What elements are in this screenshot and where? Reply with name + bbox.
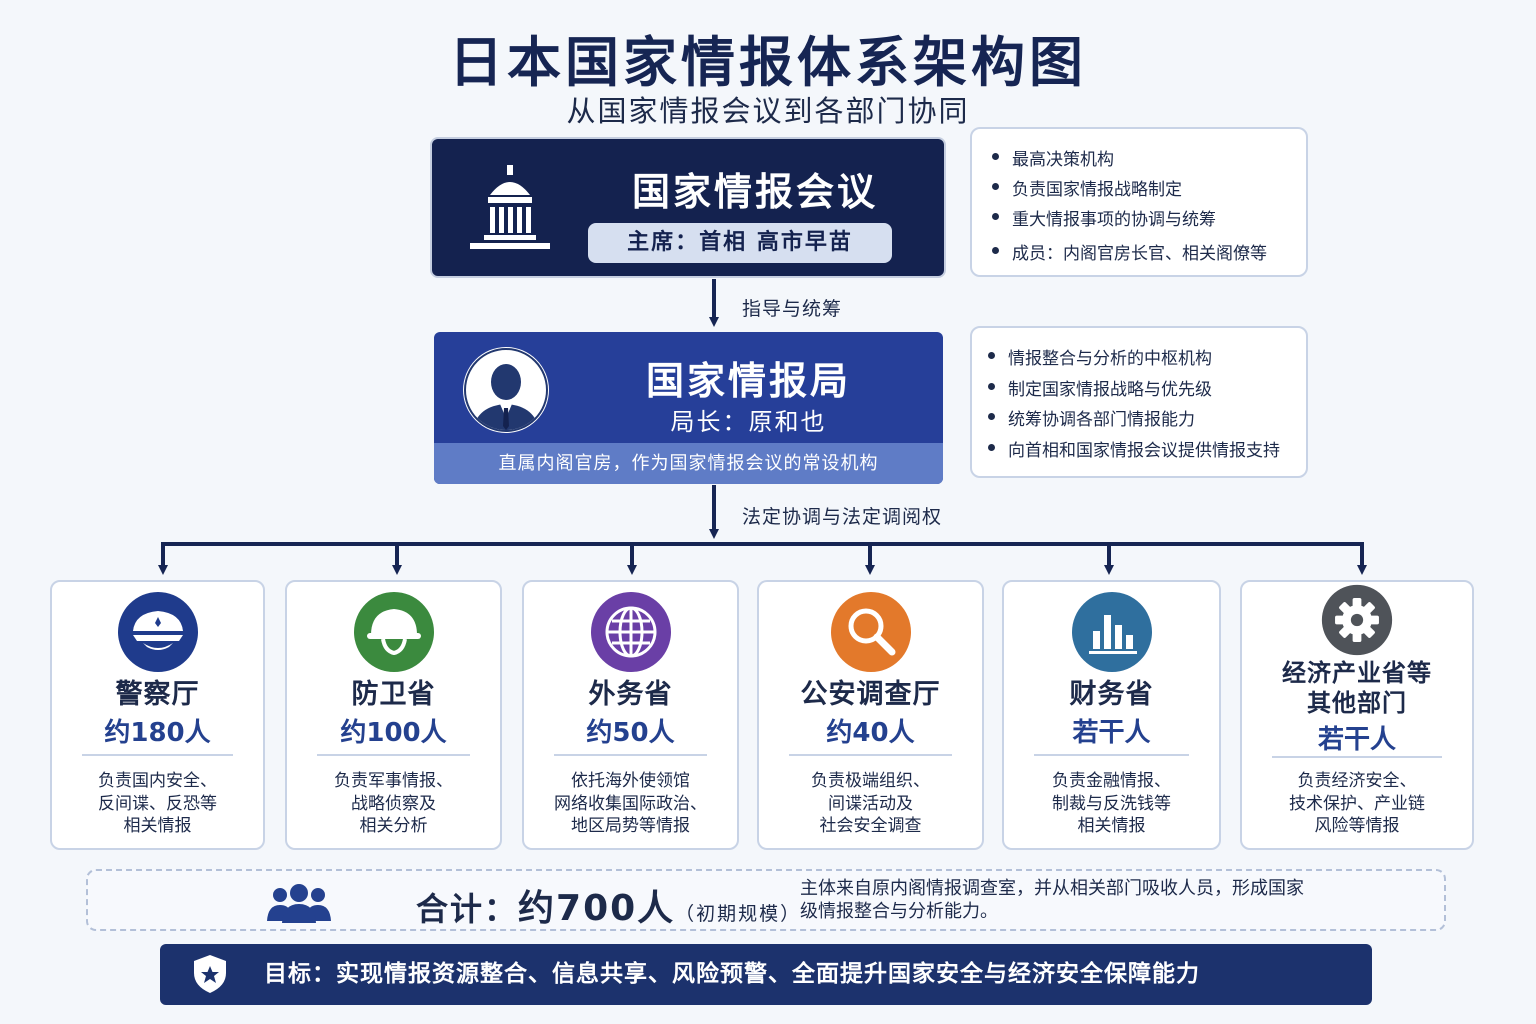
council-to-bureau-label: 指导与统筹 [742, 298, 843, 320]
department-name: 防卫省 [351, 679, 436, 710]
gear-icon [1321, 584, 1393, 656]
council-note-item: 负责国家情报战略制定 [990, 175, 1306, 205]
total-value: 约700人 [518, 888, 676, 929]
divider [789, 754, 952, 756]
department-description: 依托海外使领馆 网络收集国际政治、 地区局势等情报 [554, 771, 707, 836]
department-staff-count: 约180人 [104, 718, 211, 748]
bureau-note-item: 统筹协调各部门情报能力 [986, 405, 1306, 436]
divider [82, 754, 233, 756]
police-cap-icon [117, 591, 199, 673]
bureau-name: 国家情报局 [645, 359, 851, 403]
total-scale: （初期规模） [675, 903, 802, 925]
council-name: 国家情报会议 [631, 170, 878, 214]
bureau-note-item: 向首相和国家情报会议提供情报支持 [986, 436, 1306, 467]
council-note-item: 最高决策机构 [990, 145, 1306, 175]
divider [1034, 754, 1189, 756]
department-name: 警察厅 [115, 679, 200, 710]
council-note-item: 重大情报事项的协调与统筹 [990, 205, 1306, 235]
council-note-item: 成员：内阁官房长官、相关阁僚等 [990, 239, 1306, 269]
department-staff-count: 若干人 [1317, 725, 1396, 755]
divider [317, 754, 470, 756]
department-description: 负责金融情报、 制裁与反洗钱等 相关情报 [1052, 771, 1171, 836]
department-card-public-security: 公安调查厅 约40人 负责极端组织、 间谍活动及 社会安全调查 [757, 580, 984, 850]
government-building-icon [462, 159, 558, 255]
national-intelligence-council: 国家情报会议 主席：首相 高市早苗 [430, 137, 946, 278]
bureau-director: 局长：原和也 [670, 408, 827, 436]
council-notes: 最高决策机构 负责国家情报战略制定 重大情报事项的协调与统筹 成员：内阁官房长官… [970, 127, 1308, 277]
department-card-economy: 经济产业省等 其他部门 若干人 负责经济安全、 技术保护、产业链 风险等情报 [1240, 580, 1474, 850]
bureau-affiliation: 直属内阁官房，作为国家情报会议的常设机构 [434, 443, 943, 484]
goal-banner: 目标：实现情报资源整合、信息共享、风险预警、全面提升国家安全与经济安全保障能力 [160, 944, 1372, 1005]
page-subtitle: 从国家情报会议到各部门协同 [566, 94, 970, 128]
bureau-note-item: 情报整合与分析的中枢机构 [986, 344, 1306, 375]
department-card-finance: 财务省 若干人 负责金融情报、 制裁与反洗钱等 相关情报 [1002, 580, 1221, 850]
department-description: 负责极端组织、 间谍活动及 社会安全调查 [811, 771, 930, 836]
department-staff-count: 约50人 [586, 718, 675, 748]
department-name: 经济产业省等 其他部门 [1282, 659, 1432, 717]
total-staff-summary: 合计：约700人（初期规模） 主体来自原内阁情报调查室，并从相关部门吸收人员，形… [86, 869, 1446, 931]
page-title: 日本国家情报体系架构图 [449, 31, 1087, 94]
magnifier-icon [830, 591, 912, 673]
military-helmet-icon [353, 591, 435, 673]
bar-chart-icon [1071, 591, 1153, 673]
department-name: 公安调查厅 [800, 679, 941, 710]
department-description: 负责军事情报、 战略侦察及 相关分析 [334, 771, 453, 836]
department-name: 外务省 [588, 679, 673, 710]
bureau-note-item: 制定国家情报战略与优先级 [986, 375, 1306, 406]
people-group-icon [266, 883, 332, 923]
department-card-foreign-affairs: 外务省 约50人 依托海外使领馆 网络收集国际政治、 地区局势等情报 [522, 580, 739, 850]
total-label-group: 合计：约700人（初期规模） [416, 879, 801, 931]
council-chair: 主席：首相 高市早苗 [588, 223, 892, 263]
department-card-defense: 防卫省 约100人 负责军事情报、 战略侦察及 相关分析 [285, 580, 502, 850]
department-staff-count: 约100人 [340, 718, 447, 748]
shield-icon [192, 954, 228, 994]
department-name: 财务省 [1069, 679, 1154, 710]
divider [554, 754, 707, 756]
department-card-police: 警察厅 约180人 负责国内安全、 反间谍、反恐等 相关情报 [50, 580, 265, 850]
total-label: 合计： [416, 890, 519, 928]
department-staff-count: 约40人 [826, 718, 915, 748]
bureau-notes: 情报整合与分析的中枢机构 制定国家情报战略与优先级 统筹协调各部门情报能力 向首… [970, 326, 1308, 478]
globe-icon [590, 591, 672, 673]
department-staff-count: 若干人 [1072, 718, 1151, 748]
bureau-to-departments-label: 法定协调与法定调阅权 [742, 506, 943, 528]
person-avatar-icon [462, 346, 550, 434]
divider [1272, 756, 1442, 758]
national-intelligence-bureau: 国家情报局 局长：原和也 直属内阁官房，作为国家情报会议的常设机构 [434, 332, 943, 484]
department-description: 负责国内安全、 反间谍、反恐等 相关情报 [98, 771, 217, 836]
department-description: 负责经济安全、 技术保护、产业链 风险等情报 [1289, 771, 1425, 836]
total-description: 主体来自原内阁情报调查室，并从相关部门吸收人员，形成国家级情报整合与分析能力。 [800, 878, 1304, 922]
goal-text: 目标：实现情报资源整合、信息共享、风险预警、全面提升国家安全与经济安全保障能力 [264, 961, 1200, 987]
